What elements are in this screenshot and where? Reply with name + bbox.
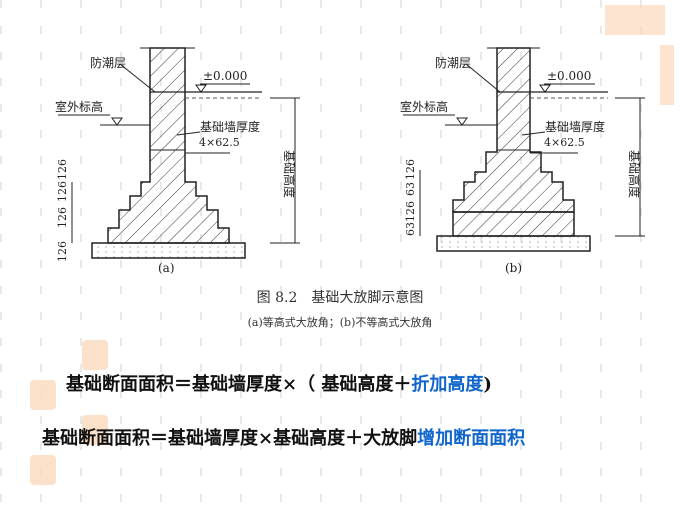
concrete-base-a [91,242,246,259]
formula-2: 基础断面面积＝基础墙厚度×基础高度＋大放脚增加断面面积 [42,424,525,450]
seal-decoration [30,455,56,485]
formula-1: 基础断面面积＝基础墙厚度×（ 基础高度＋折加高度) [66,370,492,396]
label-damp-layer-a: 防潮层 [90,55,126,70]
seal-decoration [82,415,108,445]
step-height-label: 126 [56,207,69,228]
seal-decoration [82,340,108,370]
label-step-width-a: 4×62.5 [199,136,240,149]
step-height-label: 63 [404,182,417,196]
diagram-b: 防潮层 ±0.000 室外标高 基础墙厚度 4×62.5 基础高度 126 63… [400,47,645,275]
formula-2-highlight: 增加断面面积 [417,428,526,449]
label-zero-level-b: ±0.000 [547,69,591,83]
label-foundation-height-a: 基础高度 [282,150,297,198]
label-wall-thickness-b: 基础墙厚度 [545,119,605,134]
label-outdoor-level-b: 室外标高 [400,99,448,114]
step-height-label: 126 [56,159,69,180]
step-height-label: 126 [56,241,69,262]
label-damp-layer-b: 防潮层 [435,55,471,70]
figure-subcaption: (a)等高式大放角；(b)不等高式大放角 [247,316,433,329]
step-height-label: 126 [56,181,69,202]
figure-caption: 图 8.2 基础大放脚示意图 [256,290,424,306]
step-height-label: 126 [404,201,417,222]
step-height-label: 63 [404,222,417,236]
formula-1-tail: ) [483,374,492,395]
diagram-a: 防潮层 ±0.000 室外标高 基础墙厚度 4×62.5 基础高度 126 12… [55,47,300,275]
seal-decoration [30,380,56,410]
step-height-label: 126 [404,159,417,180]
label-outdoor-level-a: 室外标高 [55,99,103,114]
label-foundation-height-b: 基础高度 [627,150,642,198]
formula-2-main: 基础断面面积＝基础墙厚度×基础高度＋大放脚 [42,428,418,449]
label-step-width-b: 4×62.5 [544,136,585,149]
corner-decoration [605,5,674,105]
label-zero-level-a: ±0.000 [203,69,247,83]
concrete-base-b [436,235,591,252]
foundation-diagram: 防潮层 ±0.000 室外标高 基础墙厚度 4×62.5 基础高度 126 12… [55,47,645,275]
label-wall-thickness-a: 基础墙厚度 [200,119,260,134]
formula-1-highlight: 折加高度 [411,374,484,395]
formula-1-main: 基础断面面积＝基础墙厚度×（ 基础高度＋ [66,374,412,395]
label-b: (b) [505,261,522,275]
label-a: (a) [158,261,175,275]
